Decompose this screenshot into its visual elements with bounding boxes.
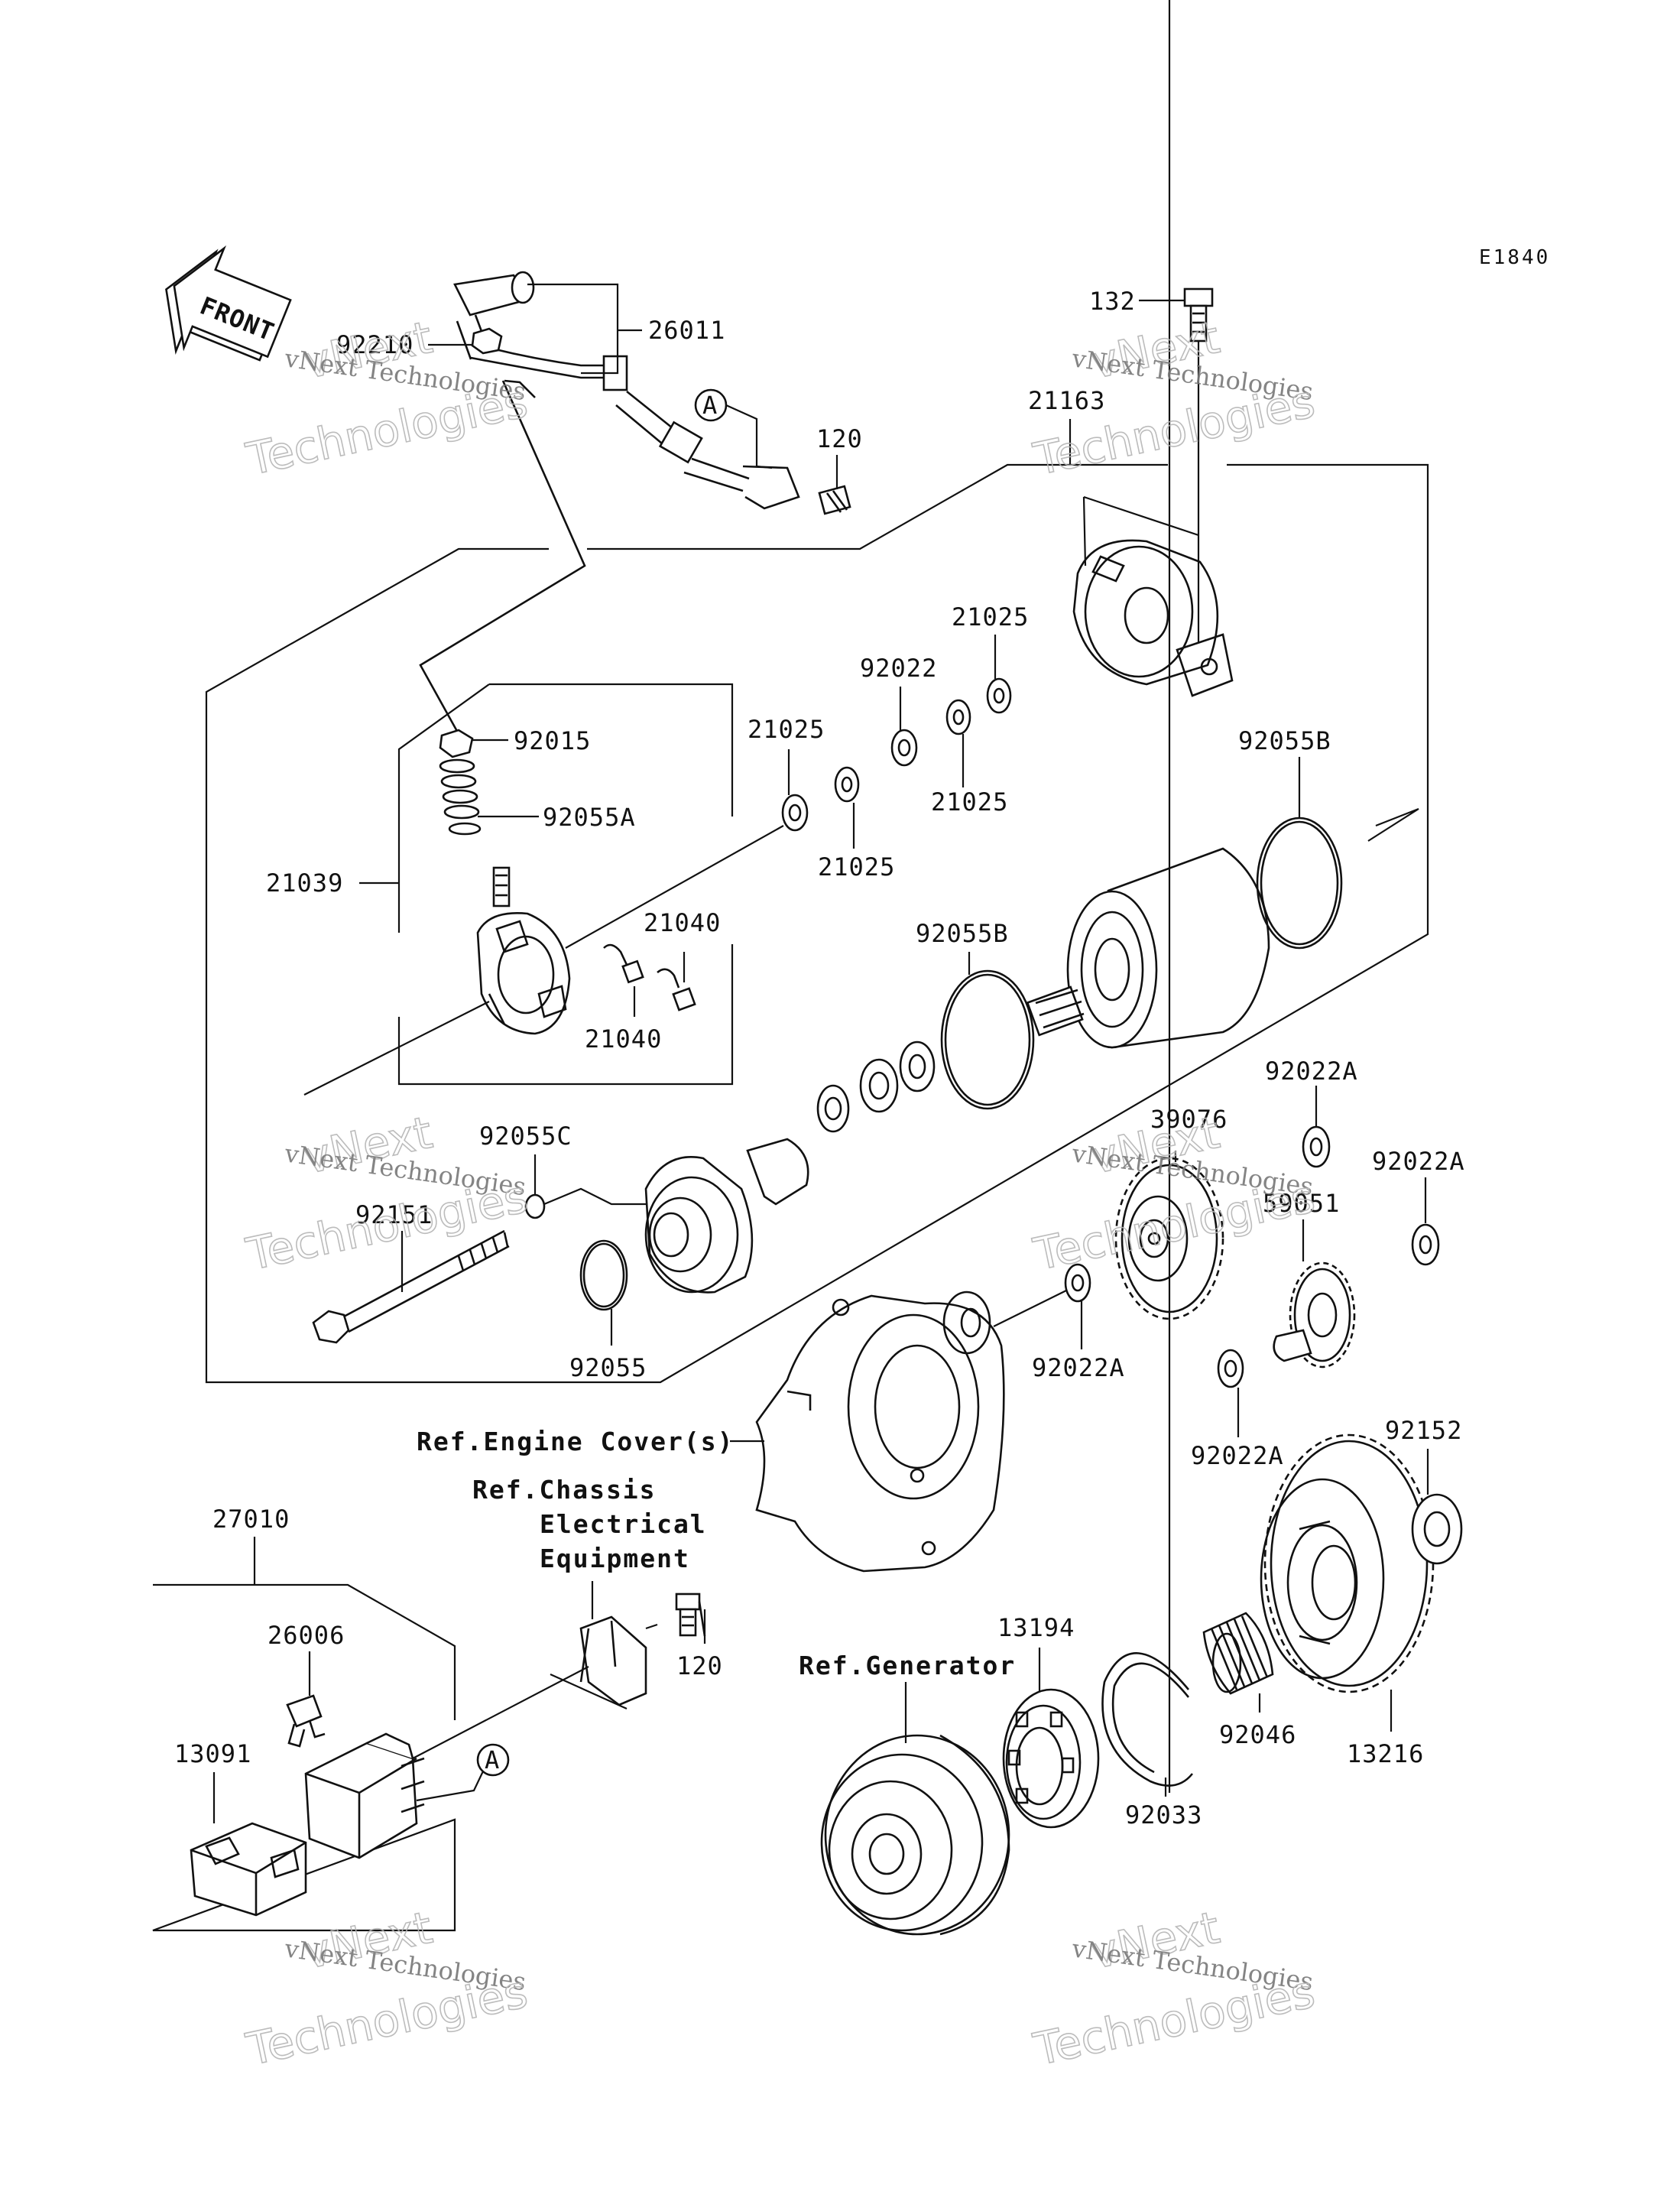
label-92210: 92210 — [336, 330, 414, 359]
label-92022A-c: 92022A — [1032, 1353, 1125, 1382]
label-21025-a: 21025 — [952, 602, 1029, 631]
front-housing — [644, 1156, 754, 1294]
watermark-top-right: vNext vNext Technologies Technologies — [1029, 310, 1320, 486]
brush-plate-21039 — [476, 866, 571, 1035]
callout-a-bottom-icon — [476, 1743, 510, 1777]
label-21163: 21163 — [1028, 386, 1105, 415]
label-39076: 39076 — [1150, 1105, 1228, 1134]
starter-gear-13216 — [1260, 1433, 1435, 1693]
nut-92015-icon — [439, 729, 482, 836]
ref-chassis-line2: Electrical — [540, 1509, 707, 1539]
svg-text:Technologies: Technologies — [242, 375, 532, 485]
washer-92022-icon — [890, 729, 918, 767]
label-27010: 27010 — [212, 1505, 290, 1534]
label-21025-b: 21025 — [748, 715, 825, 744]
label-13091: 13091 — [174, 1739, 251, 1768]
ref-generator: Ref.Generator — [799, 1651, 1016, 1680]
ref-chassis-line3: Equipment — [540, 1544, 690, 1573]
starter-motor-body — [1026, 847, 1270, 1049]
washer-stack-3-icon — [816, 1084, 850, 1133]
washer-21025-a-icon — [986, 677, 1012, 714]
o-ring-92055B-b-icon — [940, 969, 1035, 1110]
washer-stack-2-icon — [859, 1058, 899, 1113]
label-120-bottom: 120 — [676, 1651, 723, 1680]
relay-cover-13091-icon — [190, 1822, 307, 1917]
fuse-26006-icon — [286, 1694, 326, 1748]
label-92055A: 92055A — [543, 803, 636, 832]
generator-rotor-icon — [820, 1734, 1010, 1936]
callout-a-bottom: A — [485, 1745, 500, 1774]
watermark-bottom-left: vNext vNext Technologies Technologies — [242, 1901, 533, 2076]
label-26011: 26011 — [648, 316, 725, 345]
label-92022: 92022 — [860, 654, 937, 683]
label-92046: 92046 — [1219, 1720, 1296, 1749]
washer-21025-d-icon — [834, 766, 860, 803]
end-cover-21163 — [1072, 539, 1234, 697]
label-21040-b: 21040 — [585, 1024, 662, 1054]
diagram-code: E1840 — [1479, 246, 1550, 269]
long-bolt-92151-icon — [312, 1229, 510, 1344]
label-120-top: 120 — [816, 424, 863, 453]
label-21025-d: 21025 — [818, 852, 895, 881]
label-26006: 26006 — [268, 1621, 345, 1650]
label-92022A-b: 92022A — [1372, 1147, 1465, 1176]
label-21025-c: 21025 — [931, 787, 1008, 817]
label-92015: 92015 — [514, 726, 591, 755]
washer-21025-e-icon — [781, 794, 809, 832]
washer-92022A-b-icon — [1411, 1223, 1440, 1266]
label-92022A-a: 92022A — [1265, 1057, 1358, 1086]
needle-bearing-92046-icon — [1202, 1612, 1274, 1695]
front-arrow-icon: FRONT — [165, 245, 292, 362]
label-59051: 59051 — [1263, 1189, 1340, 1218]
label-13194: 13194 — [997, 1613, 1075, 1642]
label-92055B-b: 92055B — [916, 919, 1009, 948]
washer-92022A-c-icon — [1064, 1263, 1091, 1303]
o-ring-92055B-a-icon — [1256, 817, 1343, 950]
label-92152: 92152 — [1385, 1416, 1462, 1445]
circlip-92033-icon — [1101, 1652, 1194, 1787]
washer-92152-icon — [1411, 1493, 1463, 1565]
svg-text:Technologies: Technologies — [242, 1170, 532, 1281]
o-ring-92055C-icon — [524, 1193, 546, 1219]
callout-a-top: A — [702, 391, 718, 420]
washer-92022A-d-icon — [1217, 1349, 1244, 1388]
brush-holder-box — [397, 683, 734, 1086]
label-92055C: 92055C — [479, 1122, 572, 1151]
label-92151: 92151 — [355, 1200, 433, 1229]
washer-stack-1-icon — [899, 1041, 936, 1093]
label-132: 132 — [1089, 287, 1136, 316]
relay-27010-icon — [304, 1732, 425, 1859]
watermark-bottom-right: vNext vNext Technologies Technologies — [1029, 1901, 1320, 2076]
label-21039: 21039 — [266, 868, 343, 898]
label-92022A-d: 92022A — [1191, 1441, 1284, 1470]
brush-spring-21040-icon — [603, 943, 696, 1011]
relay-bracket-icon — [579, 1592, 706, 1706]
ref-engine-cover: Ref.Engine Cover(s) — [417, 1427, 735, 1456]
one-way-clutch-13194-icon — [1002, 1688, 1100, 1829]
gear-59051 — [1273, 1261, 1356, 1368]
svg-text:Technologies: Technologies — [242, 1966, 532, 2076]
label-92055: 92055 — [569, 1353, 647, 1382]
nut-92210-icon — [471, 327, 503, 355]
label-21040-a: 21040 — [644, 908, 721, 937]
label-13216: 13216 — [1347, 1739, 1424, 1768]
label-92055B-a: 92055B — [1238, 726, 1331, 755]
washer-92022A-a-icon — [1302, 1125, 1331, 1168]
washer-21025-b-icon — [945, 699, 971, 735]
bolt-132-icon — [1183, 287, 1214, 642]
o-ring-92055-icon — [579, 1239, 628, 1311]
engine-cover-ref — [755, 1291, 1005, 1573]
svg-text:Technologies: Technologies — [1029, 1966, 1319, 2076]
lock-plate-icon — [746, 1138, 809, 1206]
starter-assembly-outline — [205, 463, 1429, 1384]
ref-chassis-line1: Ref.Chassis — [472, 1475, 657, 1505]
label-92033: 92033 — [1125, 1800, 1202, 1830]
